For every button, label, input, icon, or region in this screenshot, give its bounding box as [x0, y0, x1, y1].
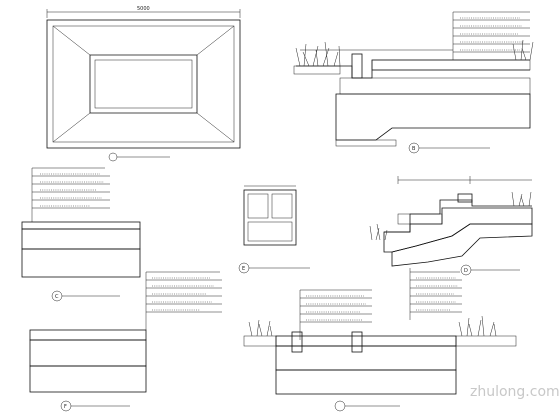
section-f-leader-lines [145, 271, 222, 330]
plan-center-panel [89, 54, 198, 114]
section-b-leader-lines [452, 11, 530, 60]
section-f-paving: F [29, 271, 222, 412]
section-f-surface [29, 329, 147, 341]
grass-icon [248, 315, 497, 337]
plan-diagonal-joints [52, 25, 235, 143]
watermark-text: zhulong.com [470, 384, 560, 400]
panel-e-outline [243, 189, 297, 246]
paving-plan: 5000 [46, 6, 241, 162]
section-d-steps: D [369, 176, 533, 320]
section-b-gravel-base [335, 93, 531, 141]
plan-detail-marker [108, 152, 118, 162]
section-b-curbstone [351, 53, 363, 79]
section-g-gravel [275, 369, 457, 395]
plan-center-inset [94, 59, 193, 109]
plan-dimension-label: 5000 [137, 6, 150, 12]
plan-brick-field [46, 19, 241, 149]
panel-e-cell [247, 221, 293, 242]
section-c-gravel [21, 248, 141, 278]
panel-e-block: E [238, 185, 310, 274]
panel-e-cell [271, 193, 293, 219]
panel-e-cell [247, 193, 269, 219]
section-g-soil-left [243, 335, 277, 347]
section-c-paving: C [21, 167, 141, 302]
section-b-curb: B [293, 11, 534, 154]
section-d-marker-label: D [464, 268, 468, 274]
section-f-marker-label: F [64, 404, 67, 410]
section-b-concrete-layer [339, 77, 531, 95]
section-d-step-nosing [457, 193, 473, 203]
panel-e-marker-label: E [242, 266, 245, 272]
section-g-road-edge [243, 289, 517, 412]
section-g-soil-right [455, 335, 517, 347]
section-d-concrete [383, 207, 533, 253]
section-c-leader-lines [31, 167, 110, 222]
section-b-soil [293, 65, 341, 75]
section-d-gravel [391, 223, 533, 267]
section-c-surface-course [21, 221, 141, 230]
section-g-curb-left [291, 331, 303, 353]
section-b-surface [296, 59, 530, 79]
section-c-marker-label: C [55, 294, 59, 300]
section-f-concrete [29, 339, 147, 367]
section-d-step-profile [384, 199, 532, 233]
section-b-marker-label: B [412, 146, 416, 152]
section-g-surface [275, 335, 457, 347]
section-d-riser [397, 213, 443, 225]
section-g-concrete [275, 345, 457, 371]
section-c-concrete [21, 228, 141, 250]
section-g-leader-lines [299, 289, 372, 340]
section-g-detail-marker [334, 400, 346, 412]
section-g-curb-right [351, 331, 363, 353]
grass-icon [369, 191, 532, 241]
section-d-dimension-lines [397, 176, 532, 184]
section-d-leader-lines [409, 268, 462, 320]
section-f-gravel [29, 365, 147, 393]
section-b-paving-layer [371, 59, 531, 71]
section-b-footing [335, 139, 397, 147]
plan-inner-border [52, 25, 235, 143]
